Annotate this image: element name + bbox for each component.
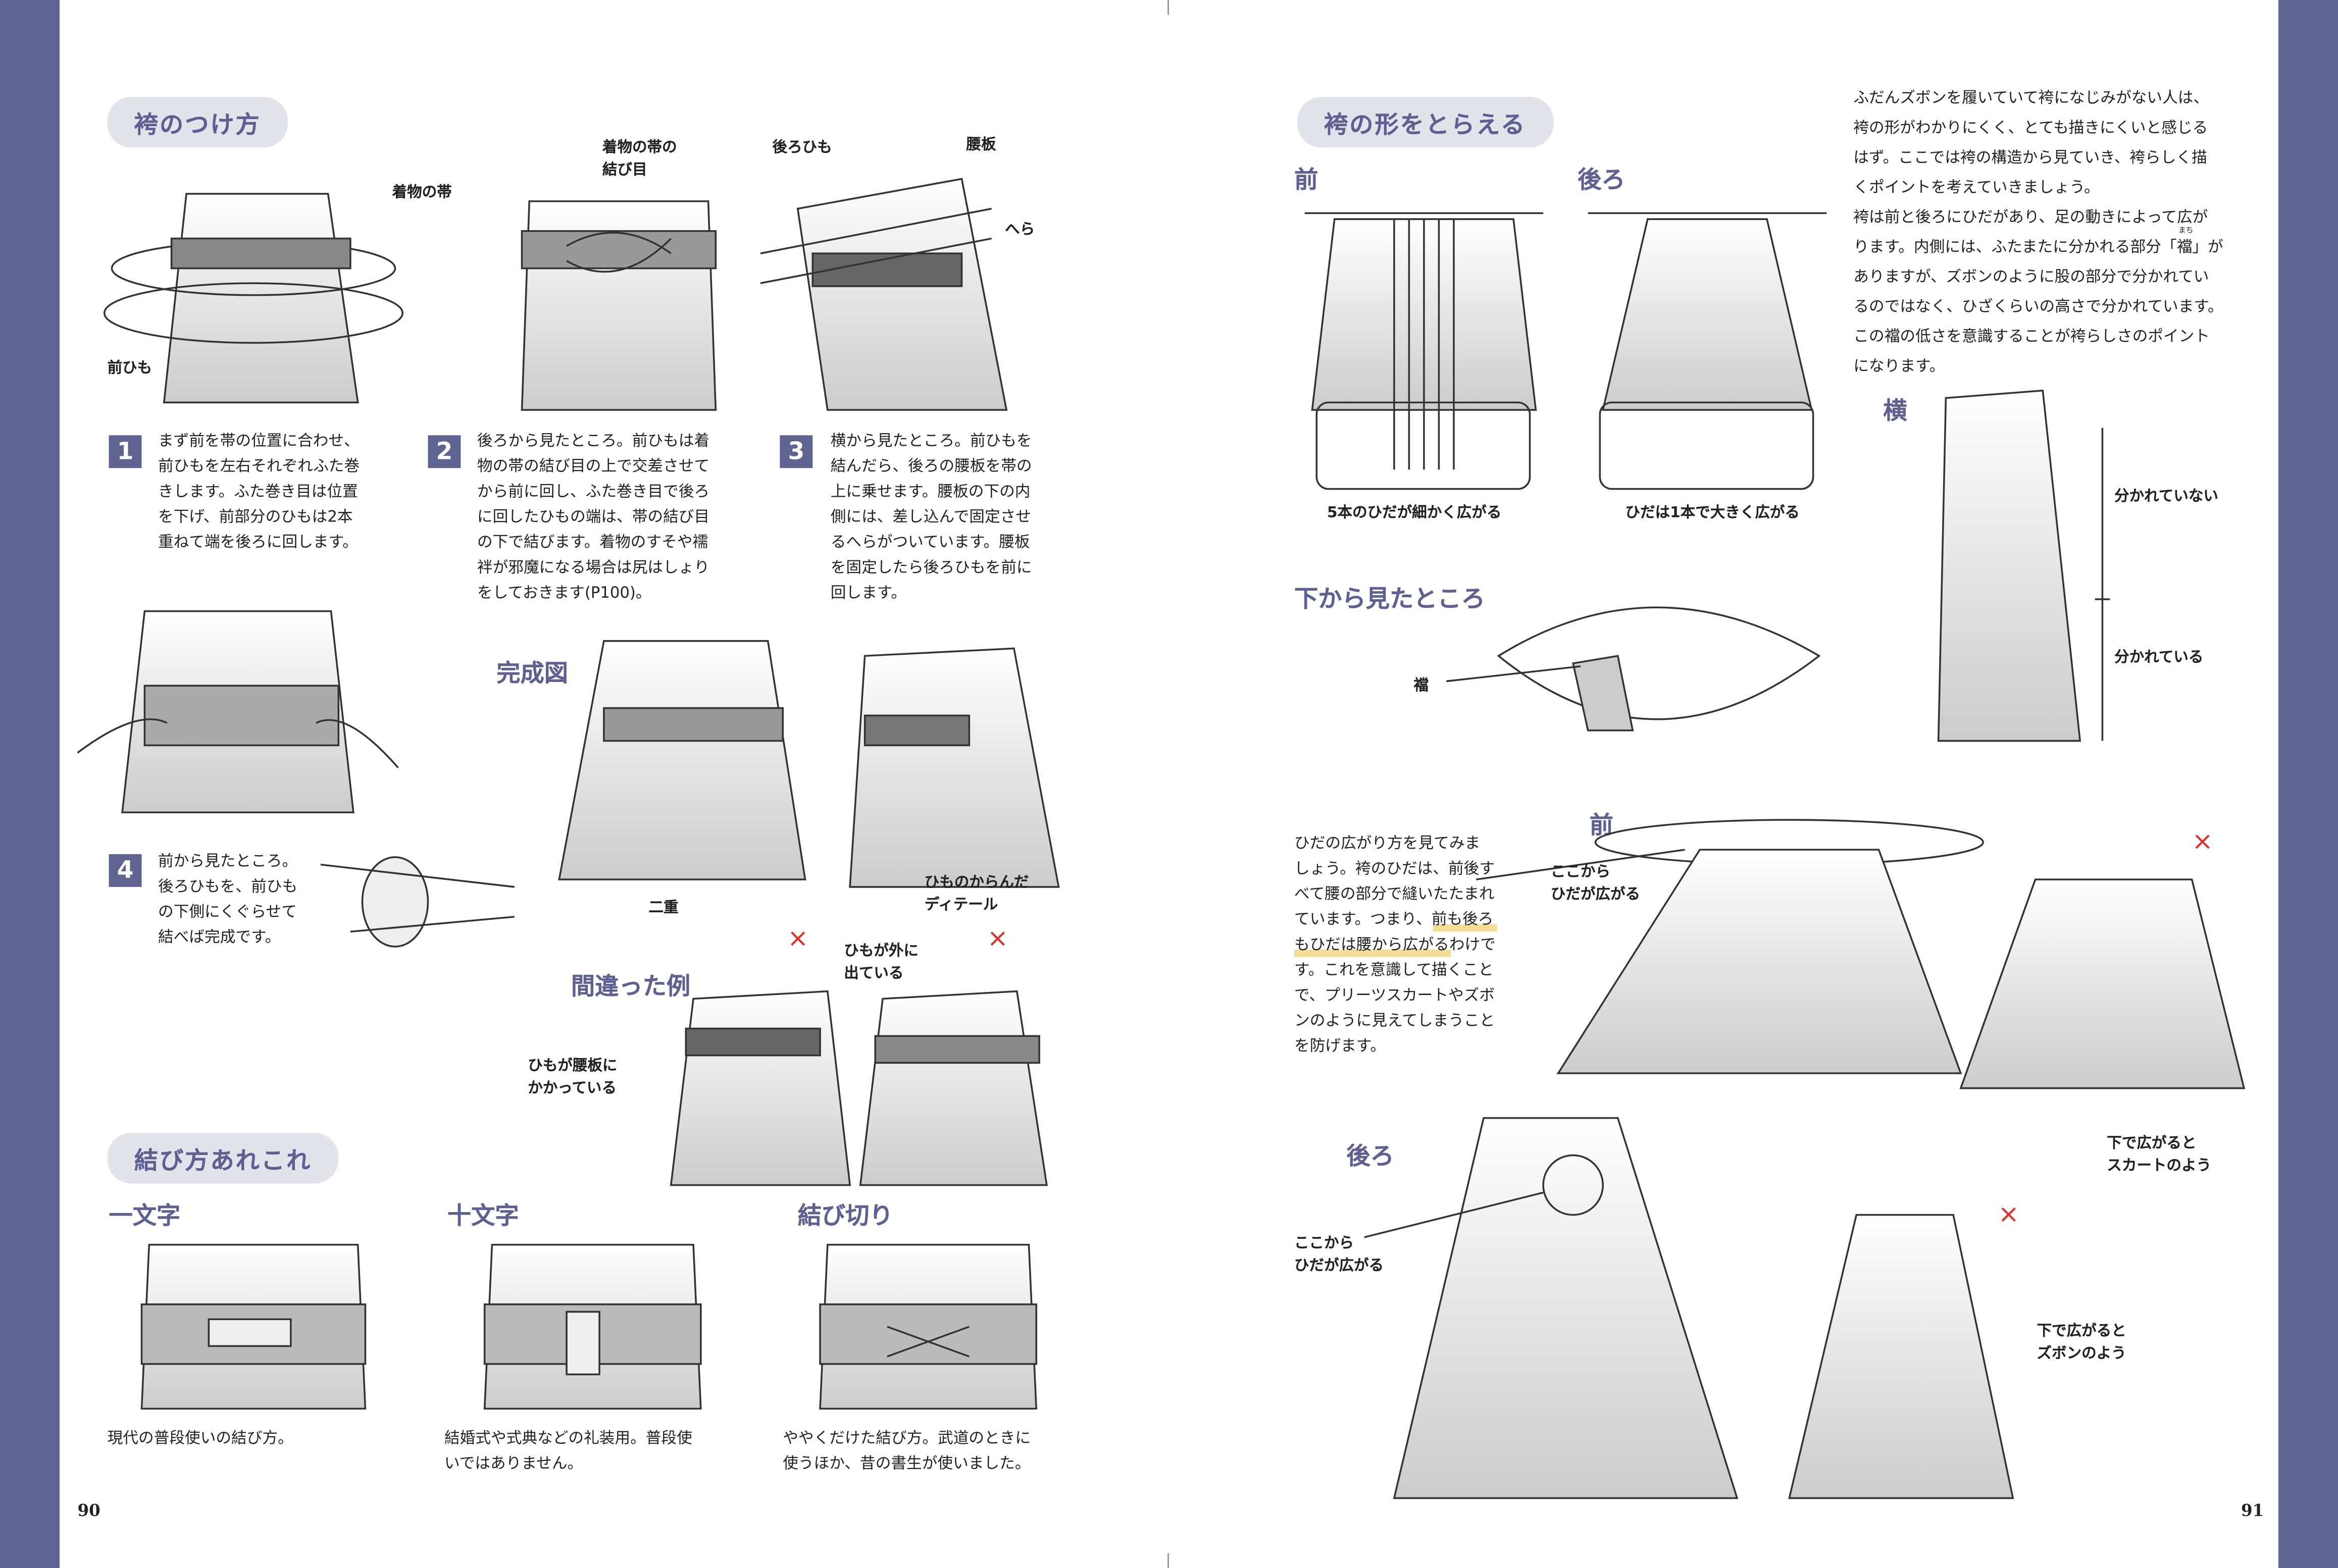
- illustration-pants-like: [1788, 1214, 2014, 1499]
- label-koshiita: 腰板: [966, 137, 996, 154]
- right-edge-band: [2278, 0, 2338, 1568]
- step-number: 4: [109, 854, 142, 887]
- section-title-knots: 結び方あれこれ: [107, 1133, 339, 1184]
- wrong-title: 間違った例: [571, 972, 691, 1001]
- label-obi-knot: 着物の帯の 結び目: [602, 140, 677, 179]
- front-title: 前: [1294, 165, 1318, 194]
- error-mark: ×: [787, 924, 809, 954]
- step-number: 3: [780, 435, 813, 468]
- label-on-koshiita: ひもが腰板に かかっている: [528, 1058, 618, 1097]
- knot-text: ややくだけた結び方。武道のときに 使うほか、昔の書生が使いました。: [783, 1429, 1031, 1473]
- intro-paragraph: ふだんズボンを履いていて袴になじみがない人は、 袴の形がわかりにくく、とても描き…: [1853, 89, 2223, 376]
- step-number: 1: [109, 435, 142, 468]
- label-kimono-obi: 着物の帯: [392, 185, 452, 201]
- illustration-wrong-1: [670, 990, 851, 1186]
- knot-text: 結婚式や式典などの礼装用。普段使 いではありません。: [444, 1429, 692, 1473]
- left-edge-band: [0, 0, 60, 1568]
- illustration-pleats-front: [1476, 819, 1984, 1074]
- illustration-front-pleats: [1304, 212, 1544, 490]
- back-caption: ひだは1本で大きく広がる: [1625, 505, 1800, 522]
- bottom-view-title: 下から見たところ: [1294, 584, 1486, 613]
- illustration-bottom-view: [1446, 606, 1821, 731]
- label-machi: 襠: [1413, 678, 1429, 695]
- section-title-wearing: 袴のつけ方: [107, 96, 288, 148]
- page-number: 90: [77, 1501, 100, 1521]
- step-text: まず前を帯の位置に合わせ、 前ひもを左右それぞれふた巻 きします。ふた巻き目は位…: [158, 432, 360, 552]
- step-text: 後ろから見たところ。前ひもは着 物の帯の結び目の上で交差させて から前に回し、ふ…: [477, 432, 710, 602]
- front-caption: 5本のひだが細かく広がる: [1327, 505, 1502, 522]
- step-text: 前から見たところ。 後ろひもを、前ひも の下側にくぐらせて 結べば完成です。: [158, 853, 298, 947]
- knot-name: 一文字: [109, 1201, 181, 1230]
- illustration-completed-front: [558, 640, 806, 880]
- label-mae-himo: 前ひも: [107, 360, 153, 378]
- pleats-text: ひだの広がり方を見てみま しょう。袴のひだは、前後す べて腰の部分で縫いたたまれ…: [1294, 834, 1496, 1056]
- illustration-wrong-2: [859, 990, 1048, 1186]
- illustration-step1: [103, 193, 404, 404]
- error-mark: ×: [1998, 1200, 2019, 1230]
- illustration-skirt-like: [1959, 878, 2246, 1089]
- illustration-step4-back: [77, 610, 399, 814]
- ruby-machi: まち: [2178, 226, 2194, 236]
- illustration-step3: [760, 178, 1008, 411]
- back-title: 後ろ: [1578, 165, 1625, 194]
- illustration-ichimonji: [140, 1243, 367, 1410]
- label-skirt: 下で広がると スカートのよう: [2107, 1136, 2212, 1175]
- label-ushiro-himo: 後ろひも: [772, 140, 832, 157]
- pleats-block: ひだの広がり方を見てみま しょう。袴のひだは、前後す べて腰の部分で縫いたたまれ…: [1294, 832, 1518, 1063]
- illustration-pleats-back: [1364, 1117, 1739, 1499]
- knot-name: 十文字: [447, 1201, 519, 1230]
- step-number: 2: [428, 435, 461, 468]
- label-not-split: 分かれていない: [2114, 489, 2218, 505]
- completed-title: 完成図: [496, 659, 569, 688]
- error-mark: ×: [2192, 827, 2213, 857]
- knot-text: 現代の普段使いの結び方。: [107, 1429, 293, 1448]
- label-from-here-back: ここから ひだが広がる: [1294, 1235, 1384, 1275]
- error-mark: ×: [987, 924, 1008, 954]
- section-title-shape: 袴の形をとらえる: [1297, 96, 1553, 148]
- intro-block: ふだんズボンを履いていて袴になじみがない人は、 袴の形がわかりにくく、とても描き…: [1853, 83, 2256, 382]
- illustration-completed-side: [849, 647, 1060, 888]
- step-text: 横から見たところ。前ひもを 結んだら、後ろの腰板を帯の 上に乗せます。腰板の下の…: [830, 432, 1032, 602]
- label-outside: ひもが外に 出ている: [844, 944, 919, 982]
- page-number: 91: [2241, 1501, 2264, 1521]
- illustration-side-view: [1937, 389, 2110, 742]
- crop-mark: [1167, 1553, 1169, 1568]
- pleats-front-title: 前: [1589, 811, 1613, 840]
- illustration-back-pleat: [1588, 212, 1827, 490]
- pleats-back-title: 後ろ: [1346, 1141, 1394, 1170]
- highlight-bar: [1294, 949, 1451, 957]
- illustration-step2: [521, 200, 717, 411]
- label-pants: 下で広がると ズボンのよう: [2037, 1324, 2126, 1363]
- side-title: 横: [1883, 396, 1907, 425]
- crop-mark: [1167, 0, 1169, 15]
- label-detail: ひものからんだ ディテール: [924, 875, 1029, 914]
- illustration-knot: [320, 856, 515, 948]
- illustration-musubikiri: [819, 1243, 1038, 1410]
- label-split: 分かれている: [2114, 650, 2204, 666]
- highlight-bar: [1433, 924, 1497, 932]
- label-from-here: ここから ひだが広がる: [1550, 864, 1641, 904]
- knot-name: 結び切り: [797, 1201, 893, 1230]
- illustration-jumonji: [483, 1243, 702, 1410]
- label-hera: へら: [1005, 222, 1035, 239]
- label-nijuu: 二重: [648, 900, 679, 917]
